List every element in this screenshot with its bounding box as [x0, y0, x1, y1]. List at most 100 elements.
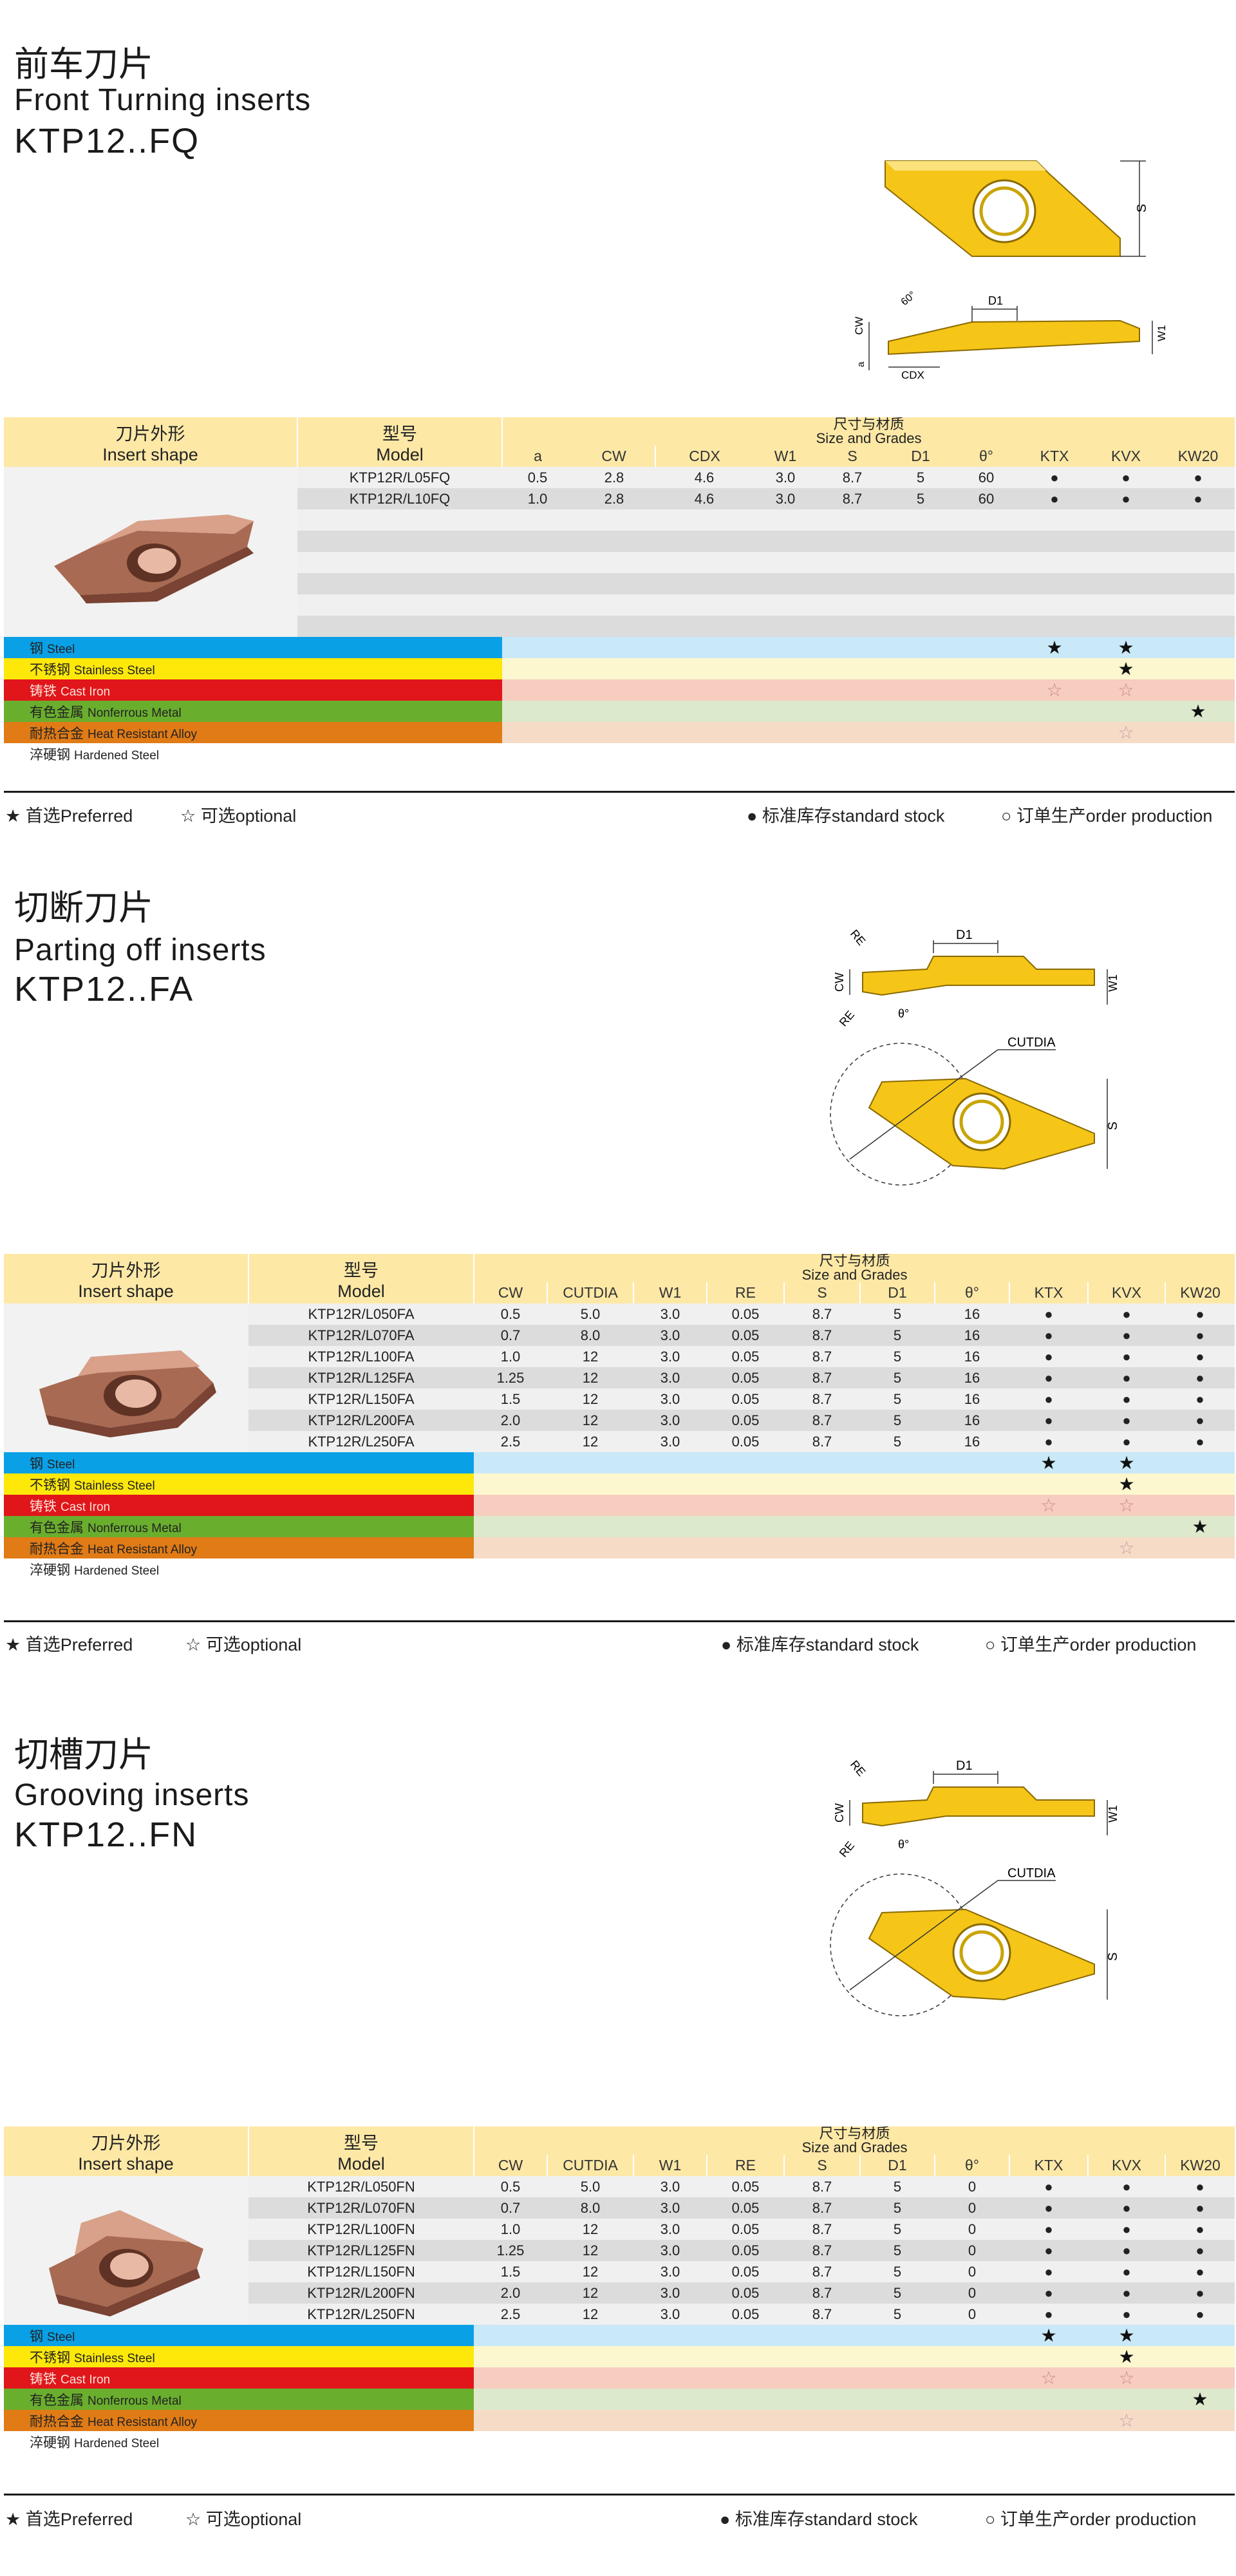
- value-cell: 5: [860, 2219, 935, 2240]
- star-outline-icon: ☆: [1018, 679, 1091, 701]
- material-cn: 淬硬钢: [30, 1562, 70, 1578]
- material-en: Steel: [47, 642, 75, 656]
- material-en: Cast Iron: [61, 1500, 111, 1514]
- section-parting-off: 切断刀片 Parting off inserts KTP12..FA D1 W1…: [0, 837, 1236, 1668]
- material-cn: 有色金属: [30, 1520, 84, 1535]
- grade-symbol: [1165, 1495, 1235, 1516]
- col-header: KW20: [1164, 2155, 1235, 2176]
- dot-filled-icon: ●: [1165, 1367, 1235, 1388]
- value-cell: 0.05: [707, 1325, 784, 1346]
- value-cell: 0: [935, 2219, 1009, 2240]
- grade-symbol: [1161, 679, 1235, 701]
- value-cell: 5: [860, 1367, 935, 1388]
- value-cell: 3.0: [633, 1346, 707, 1367]
- table-row: KTP12R/L250FN 2.5 12 3.0 0.05 8.7 5 0 ● …: [4, 2304, 1235, 2325]
- value-cell: 5: [887, 488, 954, 509]
- value-cell: 3.0: [633, 2282, 707, 2304]
- value-cell: 8.7: [784, 1346, 860, 1367]
- col-header: KW20: [1161, 446, 1235, 467]
- dot-filled-icon: ●: [1009, 2219, 1088, 2240]
- star-filled-icon: ★: [1091, 658, 1161, 679]
- value-cell: 8.7: [784, 1367, 860, 1388]
- value-cell: 0.05: [707, 1367, 784, 1388]
- dim-label: CUTDIA: [1007, 1866, 1056, 1880]
- value-cell: 3.0: [633, 2219, 707, 2240]
- table-row-empty: [4, 552, 1235, 573]
- value-cell: 12: [547, 2240, 633, 2261]
- dot-filled-icon: ●: [1018, 467, 1091, 488]
- value-cell: 3.0: [633, 2261, 707, 2282]
- table-row: KTP12R/L150FA 1.5 12 3.0 0.05 8.7 5 16 ●…: [4, 1388, 1235, 1410]
- model-cell: KTP12R/L250FN: [248, 2304, 474, 2325]
- dot-filled-icon: ●: [1088, 2176, 1165, 2197]
- col-header: CUTDIA: [547, 1282, 633, 1303]
- value-cell: 12: [547, 2282, 633, 2304]
- table-row: KTP12R/L070FA 0.7 8.0 3.0 0.05 8.7 5 16 …: [4, 1325, 1235, 1346]
- grade-symbol: [1165, 1473, 1235, 1495]
- value-cell: 3.0: [633, 1388, 707, 1410]
- material-en: Heat Resistant Alloy: [88, 727, 198, 741]
- grade-symbol: [1161, 637, 1235, 658]
- dim-label: W1: [1107, 1805, 1119, 1823]
- value-cell: 0.05: [707, 2304, 784, 2325]
- col-header: θ°: [954, 446, 1018, 467]
- value-cell: 8.7: [784, 2261, 860, 2282]
- legend-optional: ☆ 可选optional: [185, 1635, 302, 1654]
- value-cell: 3.0: [633, 1367, 707, 1388]
- material-cn: 铸铁: [30, 2371, 57, 2387]
- dot-filled-icon: ●: [1165, 2197, 1235, 2219]
- value-cell: 5: [860, 1431, 935, 1452]
- value-cell: 3.0: [633, 2197, 707, 2219]
- dim-label: RE: [848, 1758, 868, 1779]
- dot-filled-icon: ●: [1088, 1346, 1165, 1367]
- star-filled-icon: ★: [1165, 2389, 1235, 2410]
- divider: [4, 2494, 1235, 2496]
- value-cell: 4.6: [655, 488, 753, 509]
- dot-filled-icon: ●: [1088, 1431, 1165, 1452]
- dim-label: S: [1135, 204, 1149, 213]
- table-row: KTP12R/L050FA 0.5 5.0 3.0 0.05 8.7 5 16 …: [4, 1303, 1235, 1452]
- value-cell: 12: [547, 2219, 633, 2240]
- material-en: Heat Resistant Alloy: [88, 1542, 198, 1557]
- material-cn: 耐热合金: [30, 726, 84, 741]
- material-en: Hardened Steel: [74, 2436, 160, 2450]
- dot-filled-icon: ●: [1161, 488, 1235, 509]
- dot-filled-icon: ●: [1009, 1431, 1088, 1452]
- value-cell: 16: [935, 1431, 1009, 1452]
- value-cell: 12: [547, 1431, 633, 1452]
- value-cell: 0.05: [707, 1431, 784, 1452]
- dot-filled-icon: ●: [1088, 2219, 1165, 2240]
- material-en: Cast Iron: [61, 2372, 111, 2387]
- col-header: CW: [573, 446, 655, 467]
- legend-order: ○ 订单生产order production: [985, 2510, 1197, 2529]
- material-en: Stainless Steel: [74, 2351, 155, 2365]
- dot-filled-icon: ●: [1088, 1303, 1165, 1325]
- value-cell: 0.7: [474, 2197, 547, 2219]
- legend: ★ 首选Preferred ☆ 可选optional ● 标准库存standar…: [0, 802, 1236, 828]
- material-en: Steel: [47, 1457, 75, 1472]
- legend-stock: ● 标准库存standard stock: [747, 806, 945, 826]
- dot-filled-icon: ●: [1009, 1367, 1088, 1388]
- star-filled-icon: ★: [1088, 2325, 1165, 2346]
- header-shape-cn: 刀片外形: [91, 1260, 161, 1280]
- model-cell: KTP12R/L05FQ: [297, 467, 502, 488]
- dot-filled-icon: ●: [1165, 1388, 1235, 1410]
- table-row: KTP12R/L250FA 2.5 12 3.0 0.05 8.7 5 16 ●…: [4, 1431, 1235, 1452]
- col-header: KTX: [1009, 2155, 1088, 2176]
- col-header: KW20: [1164, 1282, 1235, 1303]
- dim-label: a: [856, 361, 866, 367]
- value-cell: 8.7: [784, 1303, 860, 1325]
- legend-order: ○ 订单生产order production: [1001, 806, 1213, 826]
- star-filled-icon: ★: [1009, 1452, 1088, 1473]
- col-header: RE: [706, 2155, 784, 2176]
- value-cell: 8.7: [784, 2219, 860, 2240]
- dot-filled-icon: ●: [1088, 2261, 1165, 2282]
- grade-symbol: [1165, 1537, 1235, 1558]
- header-size-en: Size and Grades: [816, 430, 922, 446]
- col-header: θ°: [934, 1282, 1009, 1303]
- col-header: D1: [887, 446, 954, 467]
